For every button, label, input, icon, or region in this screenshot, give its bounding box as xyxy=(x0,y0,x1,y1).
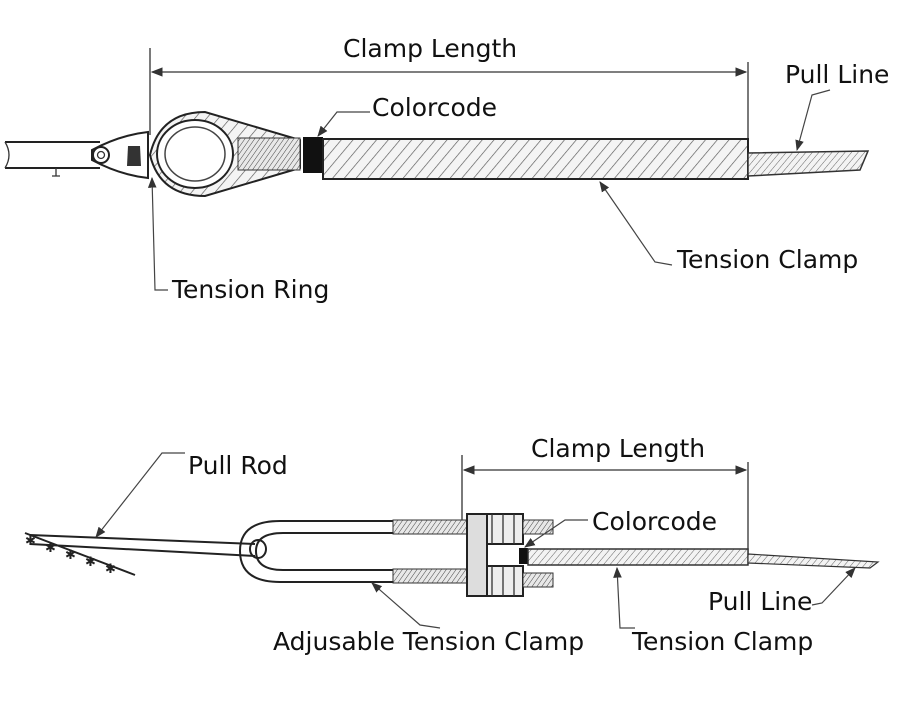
bottom-colorcode-label: Colorcode xyxy=(592,507,717,536)
bottom-clamp-length-label: Clamp Length xyxy=(531,434,705,463)
top-pull-line-leader xyxy=(795,89,831,152)
svg-text:✱: ✱ xyxy=(85,555,96,570)
bottom-pull-line-leader xyxy=(811,567,856,606)
bottom-tension-clamp xyxy=(527,548,749,566)
bottom-clamp-length-dimension xyxy=(461,455,749,560)
top-colorcode-label: Colorcode xyxy=(372,93,497,122)
top-clamp-length-label: Clamp Length xyxy=(343,34,517,63)
bottom-diagram: ✱ ✱ ✱ ✱ ✱ xyxy=(24,434,880,656)
top-colorcode-leader xyxy=(317,111,370,137)
bottom-colorcode-band xyxy=(519,548,528,564)
svg-text:✱: ✱ xyxy=(45,541,56,556)
top-pull-line xyxy=(747,150,870,177)
tension-ring-label: Tension Ring xyxy=(171,275,329,304)
pull-rod-leader xyxy=(95,452,185,538)
bottom-tension-clamp-label: Tension Clamp xyxy=(631,627,813,656)
adjustable-clamp-leader xyxy=(371,582,441,629)
top-clamp-length-dimension xyxy=(149,48,749,150)
top-tension-clamp-leader xyxy=(599,181,673,266)
top-pull-line-label: Pull Line xyxy=(785,60,889,89)
top-colorcode-band xyxy=(303,137,323,173)
pull-rod-label: Pull Rod xyxy=(188,451,288,480)
top-tension-ring-leader xyxy=(147,176,168,291)
adjustable-tension-clamp xyxy=(238,513,554,597)
top-tension-clamp-label: Tension Clamp xyxy=(676,245,858,274)
tension-ring xyxy=(148,110,301,198)
bottom-pull-line-label: Pull Line xyxy=(708,587,812,616)
top-tension-clamp xyxy=(322,138,749,180)
svg-text:✱: ✱ xyxy=(105,562,116,577)
svg-text:✱: ✱ xyxy=(65,548,76,563)
bottom-pull-line xyxy=(747,553,880,569)
bottom-tension-clamp-leader xyxy=(613,566,635,629)
top-diagram: Clamp Length Colorcode Pull Line Tension… xyxy=(4,34,889,304)
top-left-conductor xyxy=(4,141,100,177)
ground-anchor: ✱ ✱ ✱ ✱ ✱ xyxy=(24,532,136,577)
top-connector-plate xyxy=(91,130,149,180)
adjustable-tension-clamp-label: Adjusable Tension Clamp xyxy=(273,627,584,656)
svg-text:✱: ✱ xyxy=(25,534,36,549)
bottom-colorcode-leader xyxy=(524,519,588,548)
